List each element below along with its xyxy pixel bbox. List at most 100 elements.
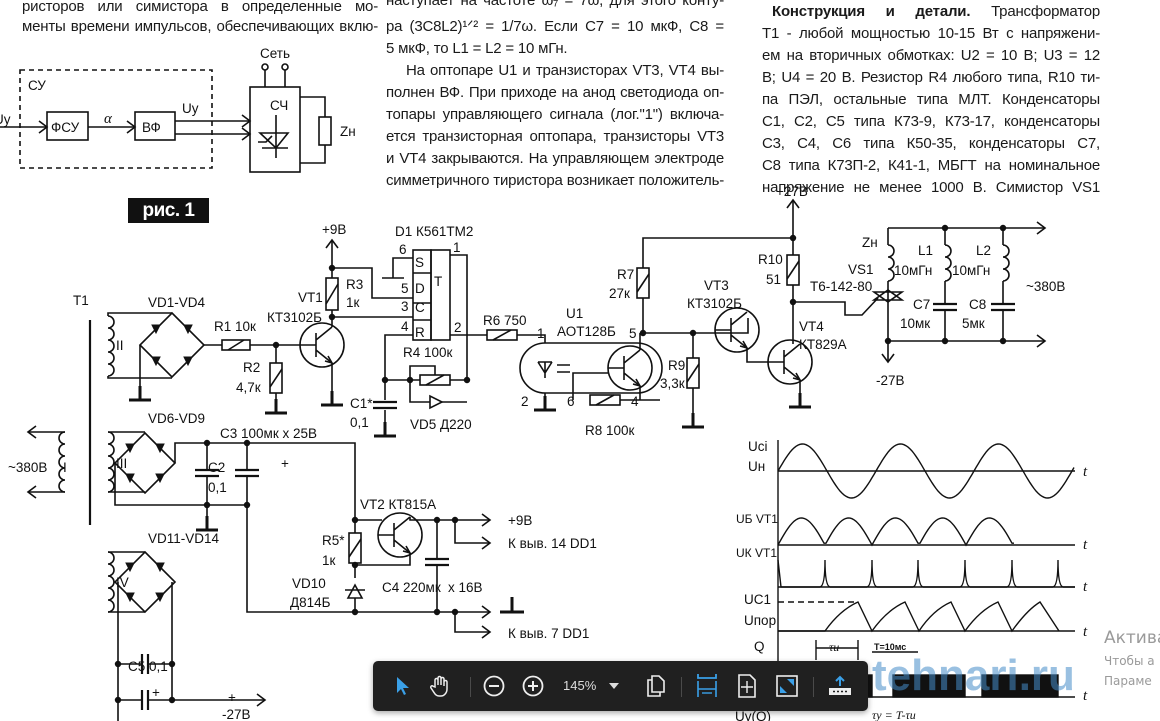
control-pulse [892, 674, 966, 698]
inductor-coil [1002, 244, 1010, 282]
diode-bridge [113, 550, 177, 614]
page-view-button[interactable] [643, 661, 669, 711]
junction-dot [433, 516, 441, 524]
arrow-head [325, 238, 339, 249]
wire [107, 312, 172, 379]
r1-label: R1 10к [214, 319, 256, 334]
vd10-type: Д814Б [290, 595, 331, 610]
uy-output-label: Uу [182, 101, 199, 116]
r2-value: 4,7к [236, 380, 261, 395]
zoom-dropdown-button[interactable] [606, 661, 622, 711]
arrow-head [38, 120, 49, 134]
diode [155, 592, 165, 603]
spike-waveform [777, 559, 1075, 588]
uc1-label: UC1 [744, 592, 771, 607]
upload-button[interactable] [826, 661, 854, 711]
minus27v-output-label: -27В [222, 707, 251, 721]
wire [354, 517, 490, 633]
c4-value: x 16В [448, 580, 483, 595]
text-line: ристоров или симистора в определенные мо… [22, 0, 378, 15]
r9-label: R9 [668, 358, 685, 373]
arrow-head [881, 353, 895, 364]
pin-label: 1 [453, 240, 461, 255]
wire [450, 334, 546, 343]
control-system-box [19, 69, 213, 169]
zoom-level[interactable]: 145% [563, 678, 597, 693]
capacitor-plates [235, 468, 259, 478]
q-label: Q [754, 639, 765, 654]
wire [642, 237, 793, 334]
inductor-coil [107, 431, 115, 493]
triac-vs1 [871, 289, 905, 303]
fit-page-button[interactable] [733, 661, 761, 711]
resistor-mark [786, 260, 800, 280]
pulse-width-markers [815, 640, 918, 660]
fullscreen-icon [776, 675, 798, 697]
ground-symbol [265, 399, 287, 415]
ground-symbol [129, 386, 151, 402]
zn-label: Zн [862, 235, 878, 250]
select-tool-button[interactable] [389, 661, 417, 711]
text-line: 5 мкФ, то L1 = L2 = 10 мГн. [386, 40, 568, 57]
r6-label: R6 750 [483, 313, 527, 328]
junction-dot [168, 660, 176, 668]
r2-label: R2 [243, 360, 260, 375]
diode [183, 356, 193, 367]
zoom-out-button[interactable] [481, 661, 507, 711]
diode-bridge [113, 431, 177, 495]
arrow-head [481, 536, 492, 550]
pin-label: 6 [567, 394, 575, 409]
polarity-plus: + [228, 690, 236, 705]
text-line: топары управляющего сигнала (лог."1") вк… [386, 106, 724, 123]
u1-type: АОТ128Б [557, 324, 616, 339]
block-sch-label: СЧ [270, 98, 288, 113]
junction-dot [168, 696, 176, 704]
uy-q-label: Uy(Q) [735, 709, 771, 721]
capacitor-plates [373, 400, 397, 410]
trigger-t-label: T [434, 274, 442, 289]
d1-label: D1 К561ТМ2 [395, 224, 473, 239]
zener-vd10 [345, 583, 365, 599]
text-line: ра (3C8L2)¹ᐟ² = 1/7ω. Если С7 = 10 мкФ, … [386, 18, 724, 35]
inductor-coil [944, 244, 952, 282]
tau-i-label: τи [829, 640, 839, 654]
inductor-coil [58, 431, 66, 493]
vt4-type: КТ829А [799, 337, 847, 352]
winding-iv-label: IV [116, 575, 129, 590]
diode [151, 324, 161, 335]
hand-tool-button[interactable] [425, 661, 455, 711]
text-line: и VT4 закрываются. На управляющем электр… [386, 150, 724, 167]
junction-dot [243, 439, 251, 447]
activation-notice-line: Параме [1104, 674, 1152, 688]
text-line: наступает на частоте ω₇ = 7ω, для этого … [386, 0, 724, 9]
fit-width-button[interactable] [693, 661, 721, 711]
arrow-head [1036, 334, 1047, 348]
text-line: полнен ВФ. При приходе на анод светодиод… [386, 84, 724, 101]
arrow-head [481, 605, 492, 619]
plus9v-label: +9В [322, 222, 346, 237]
wire [108, 551, 145, 613]
zoom-in-button[interactable] [520, 661, 546, 711]
arrow-head [126, 120, 137, 134]
upload-icon [829, 675, 851, 695]
text-line: С3, С4, С6 типа К50-35, конденсаторы С7, [762, 135, 1100, 152]
resistor-mark [227, 339, 245, 351]
to-pin14-label: К выв. 14 DD1 [508, 536, 597, 551]
l1-label: L1 [918, 243, 933, 258]
transistor-leads [300, 326, 333, 364]
text-line: ем на вторичных обмотках: U2 = 10 В; U3 … [762, 47, 1100, 64]
text-line: ется транзисторная оптопара, транзисторы… [386, 128, 724, 145]
wire [384, 254, 468, 430]
c1-value: 0,1 [350, 415, 369, 430]
fullscreen-button[interactable] [773, 661, 801, 711]
diode-vd5 [429, 394, 444, 410]
plus27v-label: +27В [776, 184, 808, 199]
vs1-label: VS1 [848, 262, 874, 277]
c2-value: 0,1 [208, 480, 227, 495]
led-symbol [537, 361, 570, 408]
diode [125, 443, 135, 454]
capacitor-plates [933, 302, 957, 312]
diode [183, 324, 193, 335]
vt2-label: VT2 КТ815А [360, 497, 436, 512]
t-axis-label: t [1083, 464, 1088, 480]
